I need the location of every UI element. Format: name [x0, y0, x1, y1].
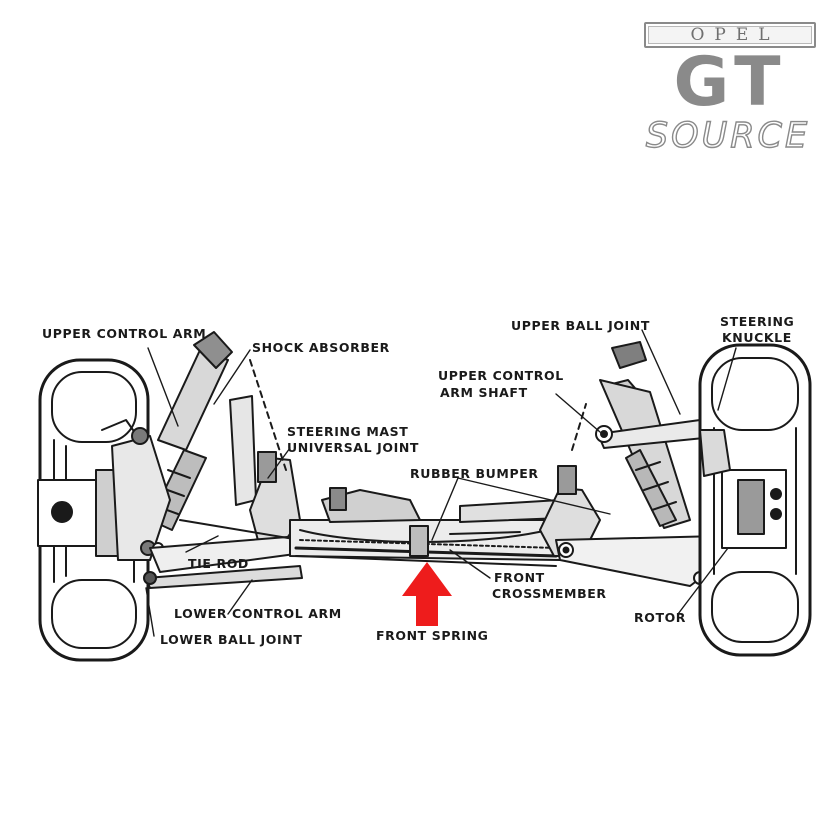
label-rubber-bumper: RUBBER BUMPER	[410, 466, 539, 481]
label-front-spring: FRONT SPRING	[376, 628, 489, 643]
logo-source-text: SOURCE	[645, 115, 811, 156]
left-spring-tower	[229, 359, 301, 549]
label-upper-ball-joint: UPPER BALL JOINT	[511, 318, 650, 333]
label-steering-knuckle-line2: KNUCKLE	[722, 330, 792, 345]
label-steering-mast-line1: STEERING MAST	[287, 424, 409, 439]
label-lower-ball-joint: LOWER BALL JOINT	[160, 632, 303, 647]
label-upper-control-arm-shaft-line2: ARM SHAFT	[440, 385, 528, 400]
leader-lines	[145, 329, 737, 637]
opel-gt-source-logo: OPEL GT SOURCE	[628, 16, 828, 166]
label-upper-control-arm-shaft-line1: UPPER CONTROL	[438, 368, 564, 383]
left-knuckle	[111, 427, 171, 561]
label-rotor: ROTOR	[634, 610, 687, 625]
logo-opel-badge: OPEL	[644, 22, 816, 48]
label-front-crossmember-line2: CROSSMEMBER	[492, 586, 607, 601]
logo-gt-text: GT	[673, 43, 787, 122]
right-wheel	[698, 343, 812, 657]
right-spring-tower	[539, 403, 601, 557]
label-front-crossmember-line1: FRONT	[494, 570, 545, 585]
label-upper-control-arm-left: UPPER CONTROL ARM	[42, 326, 207, 341]
crossmember	[289, 487, 563, 567]
red-arrow-icon	[402, 562, 452, 626]
label-tie-rod: TIE ROD	[188, 556, 249, 571]
label-shock-absorber: SHOCK ABSORBER	[252, 340, 390, 355]
left-lower-arms	[143, 519, 311, 589]
right-shock-absorber	[595, 341, 705, 529]
label-steering-knuckle-line1: STEERING	[720, 314, 795, 329]
label-steering-mast-line2: UNIVERSAL JOINT	[287, 440, 420, 455]
label-lower-control-arm: LOWER CONTROL ARM	[174, 606, 342, 621]
